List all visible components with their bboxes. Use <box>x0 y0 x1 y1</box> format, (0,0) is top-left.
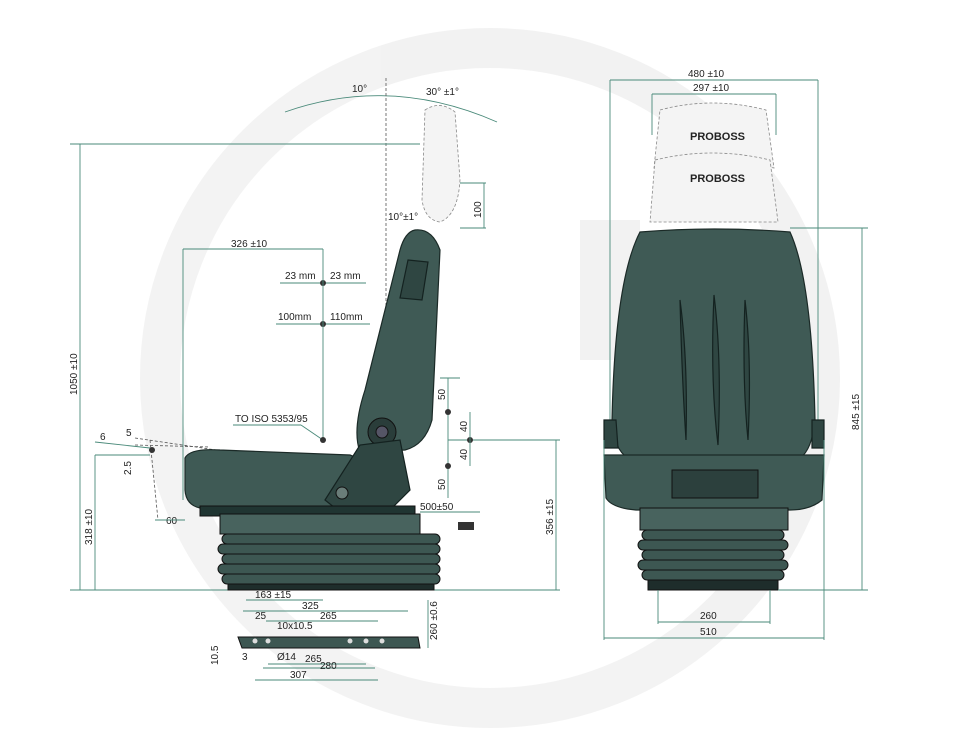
horizontal-travel: 326 ±10 <box>231 239 268 250</box>
seat-height: 318 ±10 <box>84 508 95 545</box>
base-plate: 325 25 265 10x10.5 3 Ø14 10.5 265 280 30… <box>210 600 440 681</box>
angle-head: 10°±1° <box>388 212 418 223</box>
cushion-angle: 60 <box>166 516 178 527</box>
plate-width-325: 325 <box>302 601 319 612</box>
recline-arc <box>284 95 498 123</box>
outer-width: 480 ±10 <box>688 69 725 80</box>
plate-25: 25 <box>255 611 267 622</box>
lumbar-40-top: 40 <box>459 420 470 432</box>
tilt-2-5: 2.5 <box>123 461 134 475</box>
headrest-ghost <box>421 105 461 223</box>
front-view: 480 ±10 297 ±10 PROBOSS PROBOSS <box>603 69 868 640</box>
plate-265-bottom: 265 <box>305 654 322 665</box>
lumbar-50-top: 50 <box>437 388 448 400</box>
total-height: 1050 ±10 <box>69 353 80 395</box>
plate-height: 260 ±0.6 <box>429 601 440 640</box>
plate-slot: 10x10.5 <box>277 621 313 632</box>
brand-bottom: PROBOSS <box>690 173 745 185</box>
cable-length: 500±50 <box>420 502 454 513</box>
lumbar-40-bottom: 40 <box>459 448 470 460</box>
plate-280: 280 <box>320 661 337 672</box>
fore-aft-small-right: 23 mm <box>330 271 361 282</box>
brand-top: PROBOSS <box>690 131 745 143</box>
side-view: 10° 30° ±1° 10°±1° 100 1050 ±10 326 ±10 … <box>69 78 560 601</box>
back-height: 845 ±15 <box>851 393 862 430</box>
plate-3: 3 <box>242 652 248 663</box>
front-offset: 163 ±15 <box>255 590 292 601</box>
plate-body <box>237 636 421 649</box>
headrest-ghost-bottom <box>649 152 779 223</box>
iso-label: TO ISO 5353/95 <box>235 414 308 425</box>
fore-aft-large-right: 110mm <box>330 312 363 323</box>
suspension-top <box>219 513 421 535</box>
tilt-5: 5 <box>126 428 132 439</box>
fore-aft-large-left: 100mm <box>278 312 311 323</box>
angle-back-right: 30° ±1° <box>426 87 459 98</box>
suspension-bellows-front <box>637 529 789 591</box>
fore-aft-small-left: 23 mm <box>285 271 316 282</box>
base-width: 260 <box>700 611 717 622</box>
headrest-height: 100 <box>473 201 484 218</box>
suspension-top-front <box>639 507 789 531</box>
plate-10-5: 10.5 <box>210 645 221 665</box>
tilt-6: 6 <box>100 432 106 443</box>
suspension-height: 356 ±15 <box>545 498 556 535</box>
plate-265-top: 265 <box>320 611 337 622</box>
plate-307: 307 <box>290 670 307 681</box>
lumbar-50-bottom: 50 <box>437 478 448 490</box>
angle-back-left: 10° <box>352 84 367 95</box>
inner-width: 297 ±10 <box>693 83 730 94</box>
plate-hole: Ø14 <box>277 652 296 663</box>
total-width: 510 <box>700 627 717 638</box>
suspension-bellows <box>217 533 441 591</box>
